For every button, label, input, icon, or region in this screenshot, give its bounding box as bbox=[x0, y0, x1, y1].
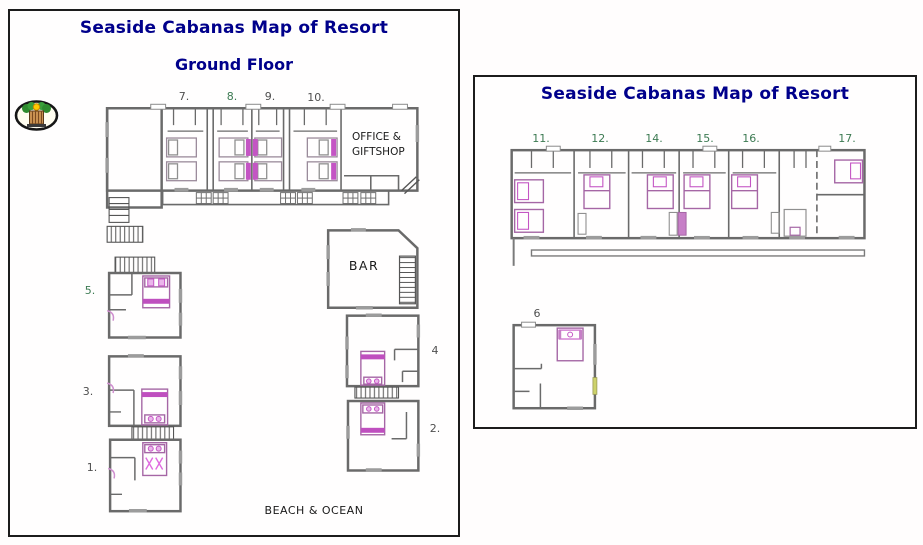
room-9-label: 9. bbox=[264, 90, 276, 103]
ground-floor-panel: Seaside Cabanas Map of Resort Ground Flo… bbox=[8, 9, 460, 537]
upper-floor-plan bbox=[510, 145, 866, 410]
cabana-4-bed bbox=[360, 350, 386, 386]
upper-building bbox=[510, 148, 866, 240]
office-giftshop-label: OFFICE & GIFTSHOP bbox=[352, 130, 436, 160]
right-panel-title: Seaside Cabanas Map of Resort bbox=[540, 84, 850, 104]
cabana-3-bed bbox=[141, 388, 169, 426]
cabana-5-openings bbox=[106, 288, 183, 340]
left-panel-title: Seaside Cabanas Map of Resort bbox=[79, 18, 389, 38]
room-11-beds bbox=[513, 179, 545, 233]
room-3-label: 3. bbox=[82, 385, 94, 398]
room-14-bed bbox=[646, 174, 687, 236]
palm-tree-icon bbox=[22, 102, 51, 127]
room-10-beds bbox=[306, 137, 338, 182]
roof-vents bbox=[150, 103, 408, 110]
office-label-line2: GIFTSHOP bbox=[352, 146, 405, 158]
room-1-label: 1. bbox=[86, 461, 98, 474]
left-panel-subtitle: Ground Floor bbox=[174, 55, 294, 74]
cabana-3-openings bbox=[106, 354, 183, 405]
room-9-beds bbox=[252, 137, 283, 182]
room-7-label: 7. bbox=[178, 90, 190, 103]
cabana-6-openings bbox=[521, 321, 598, 410]
room-6-label: 6 bbox=[533, 307, 541, 320]
boardwalk bbox=[512, 238, 866, 266]
room-10-label: 10. bbox=[307, 91, 325, 104]
room-4-label: 4 bbox=[431, 344, 439, 357]
bar-openings bbox=[326, 228, 373, 310]
office-door-icon bbox=[401, 176, 420, 195]
cabana-4 bbox=[345, 314, 420, 388]
bar-building bbox=[326, 229, 419, 309]
ground-floor-plan bbox=[105, 103, 421, 513]
room-2-label: 2. bbox=[429, 422, 441, 435]
room-5-label: 5. bbox=[84, 284, 96, 297]
building-openings bbox=[105, 122, 420, 192]
room-16-label: 16. bbox=[742, 132, 760, 145]
cabana-6-bed bbox=[556, 327, 584, 362]
cabana-1-bed bbox=[142, 442, 168, 477]
room-16-bed bbox=[730, 174, 780, 234]
cabana-4-openings bbox=[345, 313, 421, 379]
room-17-bed bbox=[834, 159, 864, 184]
room-8-label: 8. bbox=[226, 90, 238, 103]
cabana-2-bed bbox=[360, 402, 386, 436]
stairs-3-1 bbox=[131, 426, 175, 441]
office-label-line1: OFFICE & bbox=[352, 131, 401, 143]
bathroom-fixture bbox=[783, 208, 807, 237]
porch-steps bbox=[195, 192, 377, 205]
cabana-2-openings bbox=[346, 425, 421, 472]
room-12-label: 12. bbox=[591, 132, 609, 145]
roof-vents bbox=[545, 145, 832, 152]
room-15-bed bbox=[683, 174, 711, 210]
room-15-label: 15. bbox=[696, 132, 714, 145]
resort-logo bbox=[14, 99, 59, 132]
room-17-label: 17. bbox=[838, 132, 856, 145]
room-14-label: 14. bbox=[645, 132, 663, 145]
room-8-beds bbox=[218, 137, 251, 182]
west-stairs bbox=[106, 197, 156, 274]
beach-ocean-label: BEACH & OCEAN bbox=[264, 504, 364, 517]
cabana-1-openings bbox=[107, 450, 183, 513]
cabana-5-bed bbox=[142, 275, 171, 309]
palm-trees-oval-logo-icon bbox=[14, 100, 59, 131]
room-11-label: 11. bbox=[532, 132, 550, 145]
cabana-6 bbox=[512, 323, 597, 410]
room-7-beds bbox=[165, 137, 197, 182]
bar-label: BAR bbox=[348, 258, 380, 273]
stairs-4-2 bbox=[354, 386, 400, 399]
room-12-bed bbox=[577, 174, 611, 235]
upper-floor-panel: Seaside Cabanas Map of Resort bbox=[473, 75, 917, 429]
